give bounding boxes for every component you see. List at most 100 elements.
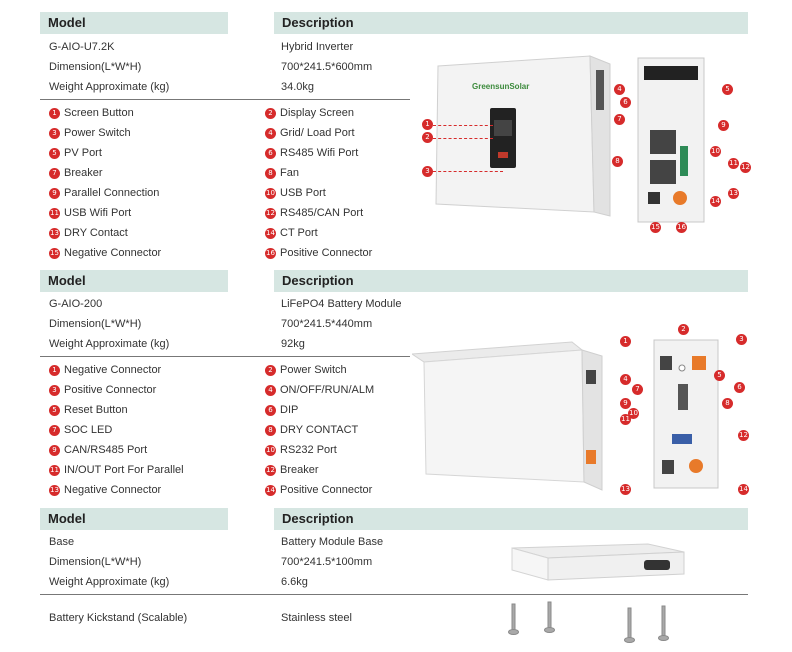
callout-number-badge: 13 bbox=[49, 484, 60, 496]
callout-number-badge: 1 bbox=[49, 364, 60, 376]
callout-4: 4 bbox=[614, 84, 625, 95]
spec-label: Dimension(L*W*H) bbox=[49, 318, 142, 330]
component-item: 11 USB Wifi Port bbox=[49, 206, 131, 220]
callout-number-badge: 12 bbox=[265, 207, 276, 219]
inverter-side-panel bbox=[637, 57, 705, 223]
component-item: 13 DRY Contact bbox=[49, 226, 128, 240]
spec-value: 700*241.5*440mm bbox=[281, 318, 373, 330]
description-header-1: Description bbox=[274, 12, 748, 34]
divider bbox=[40, 99, 410, 100]
callout-leader bbox=[433, 138, 493, 139]
component-label: Breaker bbox=[280, 464, 319, 476]
callout-4: 4 bbox=[620, 374, 631, 385]
callout-number-badge: 9 bbox=[49, 444, 60, 456]
component-label: SOC LED bbox=[64, 424, 113, 436]
component-label: Positive Connector bbox=[280, 484, 373, 496]
component-label: Power Switch bbox=[64, 127, 131, 139]
component-label: PV Port bbox=[64, 147, 102, 159]
callout-8: 8 bbox=[722, 398, 733, 409]
callout-11: 11 bbox=[620, 414, 631, 425]
callout-number-badge: 16 bbox=[265, 247, 276, 259]
callout-8: 8 bbox=[612, 156, 623, 167]
component-label: Display Screen bbox=[280, 107, 354, 119]
component-label: Negative Connector bbox=[64, 364, 162, 376]
component-item: 10 USB Port bbox=[265, 186, 326, 200]
model-header-3: Model bbox=[40, 508, 228, 530]
component-label: DRY Contact bbox=[64, 227, 128, 239]
callout-number-badge: 9 bbox=[49, 187, 60, 199]
component-label: RS485 Wifi Port bbox=[280, 147, 359, 159]
callout-16: 16 bbox=[676, 222, 687, 233]
callout-2: 2 bbox=[678, 324, 689, 335]
divider bbox=[40, 594, 748, 595]
component-item: 13 Negative Connector bbox=[49, 483, 161, 497]
component-label: RS232 Port bbox=[280, 444, 337, 456]
callout-number-badge: 4 bbox=[265, 384, 276, 396]
spec-label: Weight Approximate (kg) bbox=[49, 81, 170, 93]
callout-12: 12 bbox=[738, 430, 749, 441]
component-label: Positive Connector bbox=[280, 247, 373, 259]
component-label: USB Wifi Port bbox=[64, 207, 132, 219]
callout-number-badge: 2 bbox=[265, 107, 276, 119]
component-item: 7 Breaker bbox=[49, 166, 103, 180]
callout-5: 5 bbox=[722, 84, 733, 95]
component-label: USB Port bbox=[280, 187, 326, 199]
component-label: CAN/RS485 Port bbox=[64, 444, 148, 456]
component-label: Breaker bbox=[64, 167, 103, 179]
component-label: DIP bbox=[280, 404, 299, 416]
component-item: 4 ON/OFF/RUN/ALM bbox=[265, 383, 374, 397]
callout-15: 15 bbox=[650, 222, 661, 233]
callout-7: 7 bbox=[632, 384, 643, 395]
component-item: 7 SOC LED bbox=[49, 423, 112, 437]
component-label: Negative Connector bbox=[64, 484, 162, 496]
callout-number-badge: 7 bbox=[49, 167, 60, 179]
callout-number-badge: 11 bbox=[49, 464, 60, 476]
callout-1: 1 bbox=[422, 119, 433, 130]
spec-label: Weight Approximate (kg) bbox=[49, 576, 170, 588]
callout-number-badge: 5 bbox=[49, 147, 60, 159]
component-label: Power Switch bbox=[280, 364, 347, 376]
callout-13: 13 bbox=[620, 484, 631, 495]
callout-2: 2 bbox=[422, 132, 433, 143]
spec-value: Hybrid Inverter bbox=[281, 41, 354, 53]
component-label: RS485/CAN Port bbox=[280, 207, 364, 219]
base-illustration bbox=[511, 543, 685, 581]
component-label: ON/OFF/RUN/ALM bbox=[280, 384, 375, 396]
spec-label: G-AIO-200 bbox=[49, 298, 103, 310]
callout-6: 6 bbox=[620, 97, 631, 108]
component-item: 12 Breaker bbox=[265, 463, 319, 477]
callout-3: 3 bbox=[736, 334, 747, 345]
component-item: 9 CAN/RS485 Port bbox=[49, 443, 147, 457]
spec-value: 700*241.5*600mm bbox=[281, 61, 373, 73]
callout-number-badge: 11 bbox=[49, 207, 60, 219]
divider bbox=[40, 356, 410, 357]
kickstand-illustration bbox=[508, 601, 669, 643]
callout-10: 10 bbox=[628, 408, 639, 419]
description-header-3: Description bbox=[274, 508, 748, 530]
battery-side-panel bbox=[653, 339, 719, 489]
callout-number-badge: 14 bbox=[265, 227, 276, 239]
spec-label: Base bbox=[49, 536, 75, 548]
callout-number-badge: 12 bbox=[265, 464, 276, 476]
brand-logo: GreensunSolar bbox=[472, 82, 530, 91]
component-label: Positive Connector bbox=[64, 384, 157, 396]
battery-module-illustration bbox=[412, 341, 603, 491]
callout-number-badge: 7 bbox=[49, 424, 60, 436]
callout-3: 3 bbox=[422, 166, 433, 177]
component-item: 16 Positive Connector bbox=[265, 246, 372, 260]
description-header-2: Description bbox=[274, 270, 748, 292]
callout-number-badge: 13 bbox=[49, 227, 60, 239]
callout-number-badge: 10 bbox=[265, 187, 276, 199]
spec-value: 92kg bbox=[281, 338, 305, 350]
component-label: Fan bbox=[280, 167, 299, 179]
callout-1: 1 bbox=[620, 336, 631, 347]
